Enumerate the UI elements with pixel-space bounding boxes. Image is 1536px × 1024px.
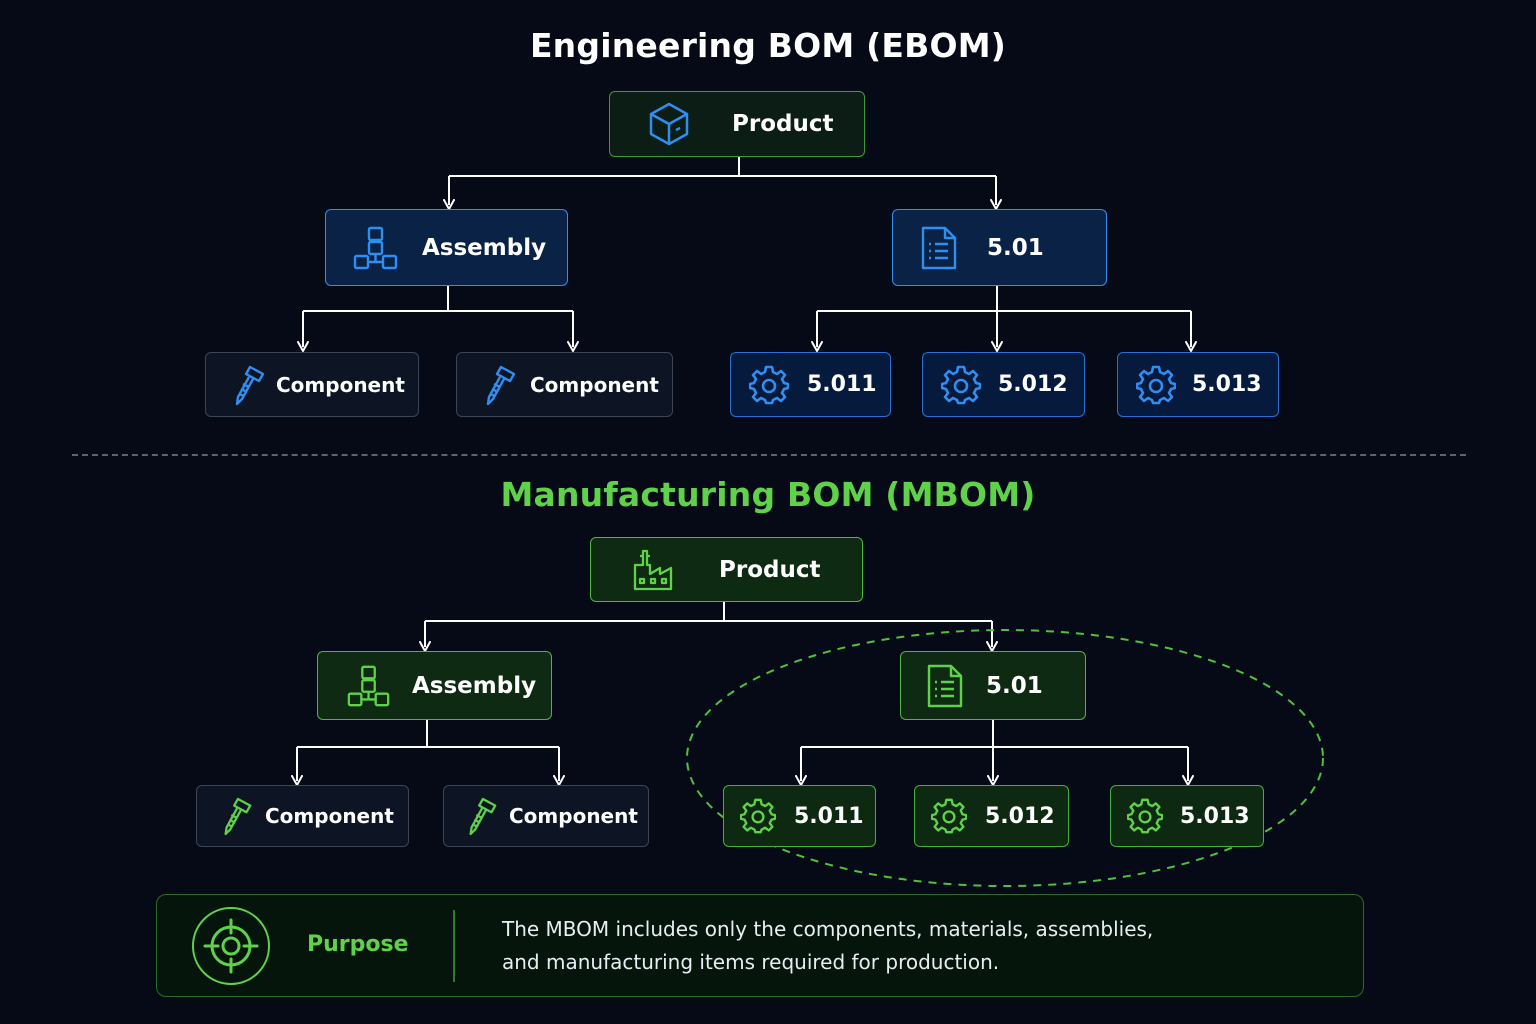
ebom-component-node-1[interactable]: Component <box>205 352 419 417</box>
mbom-product-node[interactable]: Product <box>590 537 863 602</box>
mbom-part-node-3[interactable]: 5.013 <box>1110 785 1264 847</box>
hierarchy-icon <box>346 663 392 709</box>
mbom-component-label-1: Component <box>265 804 394 828</box>
ebom-title: Engineering BOM (EBOM) <box>529 26 1007 65</box>
purpose-separator <box>453 910 455 982</box>
ebom-part-label-3: 5.013 <box>1192 372 1262 397</box>
gear-icon <box>1127 798 1163 834</box>
mbom-part-label-2: 5.012 <box>985 803 1055 829</box>
ebom-part-node-2[interactable]: 5.012 <box>922 352 1085 417</box>
hierarchy-icon <box>352 224 400 272</box>
mbom-doc-node[interactable]: 5.01 <box>900 651 1086 720</box>
mbom-assembly-label: Assembly <box>412 672 537 699</box>
ebom-assembly-label: Assembly <box>422 234 547 261</box>
ebom-component-node-2[interactable]: Component <box>456 352 673 417</box>
screw-icon <box>219 796 255 836</box>
mbom-part-node-2[interactable]: 5.012 <box>914 785 1069 847</box>
ebom-part-node-1[interactable]: 5.011 <box>730 352 891 417</box>
document-icon <box>919 225 959 271</box>
mbom-title: Manufacturing BOM (MBOM) <box>500 475 1036 514</box>
gear-icon <box>749 365 789 405</box>
purpose-panel: Purpose The MBOM includes only the compo… <box>156 894 1364 997</box>
mbom-part-label-1: 5.011 <box>794 803 864 829</box>
purpose-label: Purpose <box>307 932 409 957</box>
cube-icon <box>646 101 692 147</box>
mbom-component-label-2: Component <box>509 804 638 828</box>
ebom-assembly-node[interactable]: Assembly <box>325 209 568 286</box>
ebom-part-node-3[interactable]: 5.013 <box>1117 352 1279 417</box>
mbom-part-node-1[interactable]: 5.011 <box>723 785 876 847</box>
section-divider <box>72 454 1466 456</box>
ebom-doc-node[interactable]: 5.01 <box>892 209 1107 286</box>
gear-icon <box>941 365 981 405</box>
screw-icon <box>230 364 268 406</box>
gear-icon <box>931 798 967 834</box>
mbom-component-node-1[interactable]: Component <box>196 785 409 847</box>
ebom-part-label-1: 5.011 <box>807 372 877 397</box>
ebom-doc-label: 5.01 <box>987 234 1044 261</box>
highlight-ellipse <box>686 629 1324 887</box>
ebom-product-label: Product <box>732 111 834 137</box>
mbom-assembly-node[interactable]: Assembly <box>317 651 552 720</box>
ebom-component-label-2: Component <box>530 372 659 397</box>
gear-icon <box>740 798 776 834</box>
gear-icon <box>1136 365 1176 405</box>
ebom-component-label-1: Component <box>276 372 405 397</box>
mbom-doc-label: 5.01 <box>986 672 1043 699</box>
factory-icon <box>631 548 675 592</box>
ebom-product-node[interactable]: Product <box>609 91 865 157</box>
mbom-part-label-3: 5.013 <box>1180 803 1250 829</box>
mbom-product-label: Product <box>719 556 821 583</box>
target-icon <box>191 906 271 990</box>
document-icon <box>925 663 965 709</box>
mbom-component-node-2[interactable]: Component <box>443 785 649 847</box>
screw-icon <box>481 364 519 406</box>
screw-icon <box>464 796 500 836</box>
ebom-part-label-2: 5.012 <box>998 372 1068 397</box>
purpose-text: The MBOM includes only the components, m… <box>502 917 1154 974</box>
